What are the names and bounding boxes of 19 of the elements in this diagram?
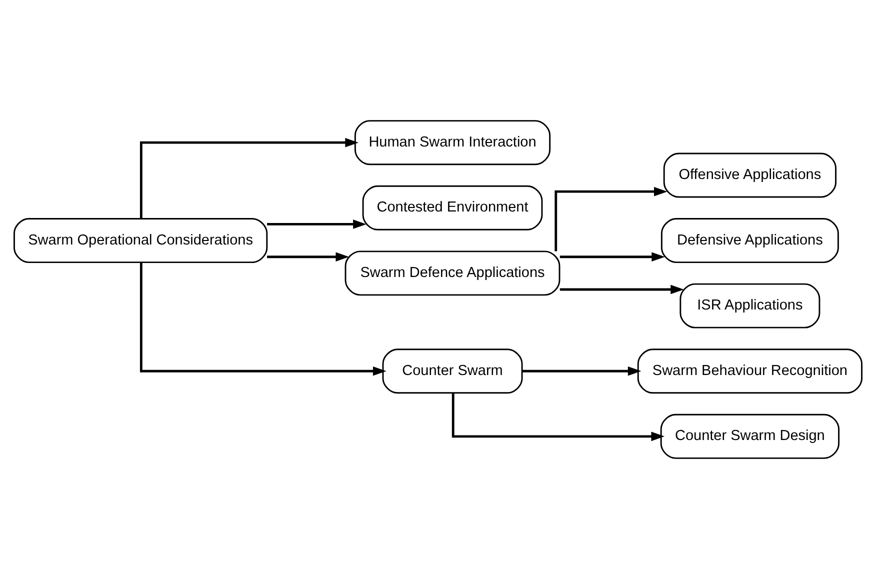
arrow bbox=[559, 252, 664, 262]
node-box: ISR Applications bbox=[679, 283, 820, 328]
node-box: Swarm Behaviour Recognition bbox=[636, 348, 862, 394]
node-box: Counter Swarm bbox=[382, 348, 522, 394]
arrow bbox=[139, 262, 386, 376]
node-box: Human Swarm Interaction bbox=[354, 120, 550, 166]
arrow bbox=[139, 138, 358, 218]
node-box: Offensive Applications bbox=[662, 152, 836, 198]
node-box: Contested Environment bbox=[362, 185, 542, 230]
node-box: Counter Swarm Design bbox=[660, 414, 840, 459]
arrow bbox=[266, 252, 349, 262]
node-box: Defensive Applications bbox=[660, 218, 838, 264]
arrow bbox=[451, 393, 664, 442]
arrow bbox=[266, 220, 366, 229]
arrow bbox=[554, 186, 667, 252]
arrow bbox=[559, 284, 684, 294]
node-box: Swarm Defence Applications bbox=[344, 250, 560, 296]
arrow bbox=[522, 366, 641, 376]
node-box: Swarm Operational Considerations bbox=[13, 218, 268, 264]
